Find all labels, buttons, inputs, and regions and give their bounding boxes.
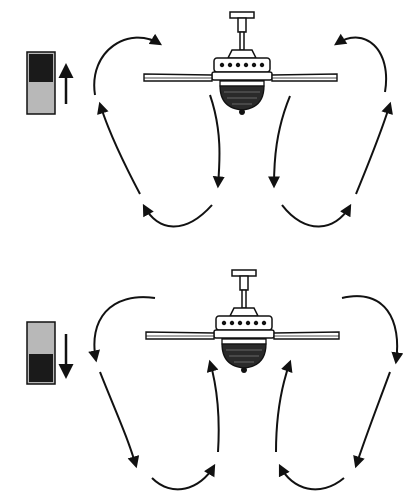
panel-winter — [26, 269, 404, 491]
panel-summer — [26, 11, 393, 228]
airflow-arrows-winter — [88, 295, 404, 491]
switch-up-icon — [26, 51, 56, 115]
ceiling-fan-icon — [145, 269, 340, 374]
ceiling-fan-icon — [143, 11, 338, 116]
switch-down-icon — [26, 321, 56, 385]
airflow-arrows-summer — [93, 33, 393, 228]
